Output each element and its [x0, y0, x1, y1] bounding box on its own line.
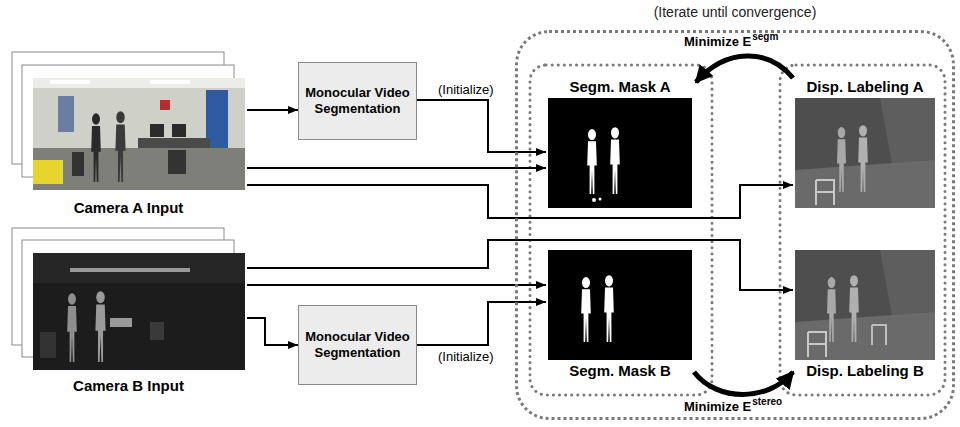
edge-label: Minimize E	[683, 34, 752, 49]
mask-b-image	[548, 250, 692, 360]
image-label: Segm. Mask B	[546, 362, 694, 380]
superscript: stereo	[752, 396, 782, 407]
superscript: segm	[752, 31, 778, 42]
process-label: Monocular Video Segmentation	[303, 85, 412, 117]
camera-input: Camera B Input	[10, 228, 247, 395]
process-box: Monocular Video Segmentation	[298, 62, 417, 140]
process-box: Monocular Video Segmentation	[298, 305, 417, 385]
input-label: Camera B Input	[10, 377, 247, 395]
mask-image: Segm. Mask B	[546, 250, 694, 380]
image-label: Disp. Labeling B	[793, 362, 937, 380]
edge-label: Minimize E	[683, 399, 752, 414]
flow-arrow	[247, 240, 793, 290]
dotted-region	[530, 65, 945, 395]
edge-label: (Initialize)	[437, 349, 495, 364]
edge-label: (Initialize)	[437, 82, 495, 97]
process-label: Monocular Video Segmentation	[303, 329, 412, 361]
flow-arrow	[247, 185, 793, 218]
disp-b-image	[795, 250, 935, 360]
mask-image: Segm. Mask A	[546, 78, 694, 208]
flow-arrow	[417, 100, 546, 152]
camera-a-photo	[33, 78, 245, 190]
disparity-image: Disp. Labeling A	[793, 78, 937, 208]
flow-arrow	[247, 109, 298, 111]
flow-arrow	[247, 318, 298, 345]
iteration-arrow	[696, 56, 793, 82]
disp-a-image	[795, 98, 935, 208]
region-heading: (Iterate until convergence)	[518, 4, 952, 21]
iteration-arrow	[694, 372, 793, 395]
mask-a-image	[548, 98, 692, 208]
flow-arrow	[417, 302, 546, 345]
flow-arrow	[247, 284, 546, 286]
image-label: Segm. Mask A	[546, 78, 694, 96]
camera-b-photo	[33, 253, 245, 370]
flow-arrow	[247, 167, 546, 169]
disparity-image: Disp. Labeling B	[793, 250, 937, 380]
input-label: Camera A Input	[10, 199, 247, 217]
camera-input: Camera A Input	[10, 52, 247, 217]
image-label: Disp. Labeling A	[793, 78, 937, 96]
iteration-region: (Iterate until convergence)Segm. Mask AD…	[515, 30, 955, 420]
